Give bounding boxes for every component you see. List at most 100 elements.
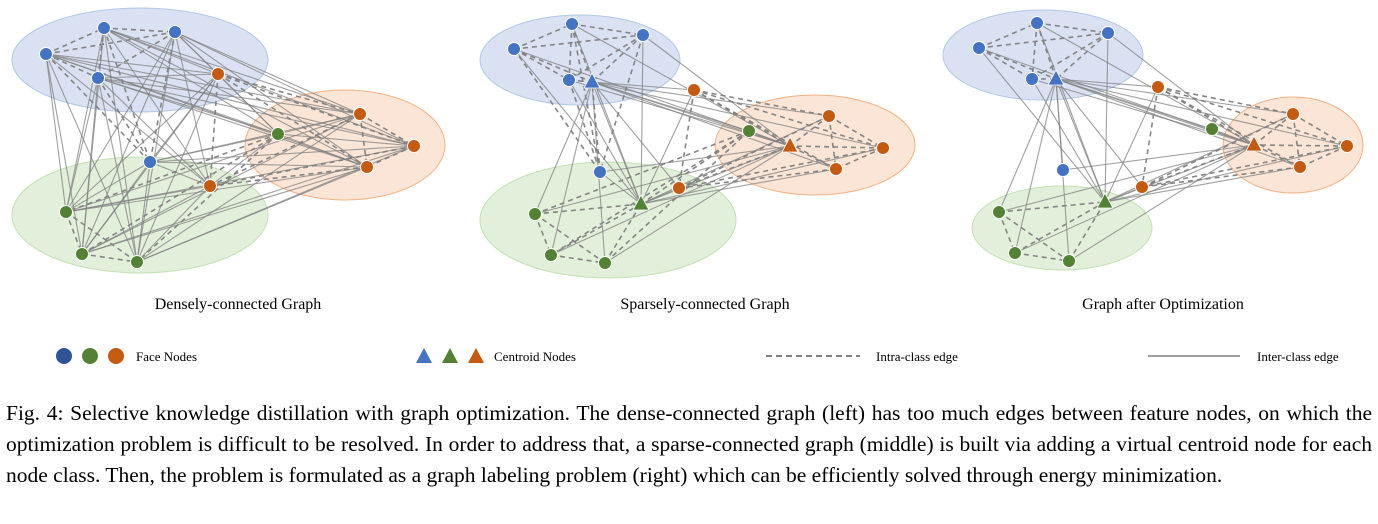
inter-class-edge (277, 133, 368, 168)
inter-class-edge (978, 47, 1106, 203)
inter-class-edge (136, 185, 211, 263)
legend-green-centroid-node (442, 348, 458, 363)
inter-class-edge (1104, 86, 1159, 203)
orange-face-node (407, 139, 421, 153)
blue-face-node (1030, 16, 1044, 30)
orange-face-node (822, 109, 836, 123)
intra-class-edge (693, 89, 830, 117)
green-face-node (271, 127, 285, 141)
intra-class-edge (1157, 86, 1294, 115)
figure-diagram: Densely-connected Graph Sparsely-connect… (11, 7, 1364, 364)
intra-class-edge (640, 130, 750, 205)
orange-face-node (1151, 80, 1165, 94)
inter-class-edge (97, 77, 138, 263)
intra-class-edge (1157, 86, 1255, 146)
intra-class-edge (97, 77, 151, 163)
green-face-node (59, 205, 73, 219)
legend-inter-edge-label: Inter-class edge (1257, 349, 1339, 364)
intra-class-edge (1253, 144, 1348, 147)
inter-class-edge (1104, 32, 1109, 203)
intra-class-edge (1036, 22, 1057, 80)
orange-face-node (829, 162, 843, 176)
inter-class-edge (599, 145, 791, 173)
legend-green-face-node (82, 348, 98, 364)
blue-face-node (1025, 72, 1039, 86)
orange-face-node (203, 179, 217, 193)
orange-face-node (1135, 180, 1149, 194)
intra-class-edge (217, 73, 368, 168)
intra-class-edge (591, 34, 644, 83)
inter-class-edge (1062, 144, 1255, 171)
intra-class-edge (571, 23, 593, 83)
intra-class-edge (45, 31, 176, 55)
intra-class-edge (1141, 145, 1348, 188)
inter-class-edge (174, 31, 361, 115)
green-face-node (75, 247, 89, 261)
inter-class-edge (1068, 144, 1255, 262)
intra-class-edge (81, 133, 279, 255)
blue-centroid-node (1047, 69, 1065, 86)
inter-class-edge (65, 73, 219, 213)
blue-face-node (636, 28, 650, 42)
inter-class-edge (550, 145, 791, 256)
inter-class-edge (1031, 78, 1255, 146)
intra-class-edge (136, 133, 279, 263)
intra-class-edge (534, 213, 552, 256)
inter-class-edge (1104, 166, 1301, 203)
green-face-node (544, 248, 558, 262)
orange-class-region (244, 89, 446, 201)
intra-class-edge (591, 81, 601, 173)
intra-class-edge (568, 34, 644, 81)
blue-face-node (168, 25, 182, 39)
blue-class-region (479, 14, 681, 106)
inter-class-edge (65, 161, 151, 213)
intra-class-edge (217, 73, 361, 115)
inter-class-edge (136, 166, 368, 263)
green-face-node (528, 207, 542, 221)
legend-centroid-nodes-label: Centroid Nodes (494, 349, 576, 364)
inter-class-edge (277, 133, 415, 147)
inter-class-edge (591, 81, 837, 170)
inter-class-edge (174, 31, 415, 147)
inter-class-edge (571, 23, 791, 147)
intra-class-edge (1055, 32, 1109, 80)
intra-class-edge (693, 89, 791, 147)
intra-class-edge (1031, 32, 1109, 80)
inter-class-edge (599, 171, 642, 205)
optimized-graph-panel (942, 9, 1364, 271)
orange-face-node (672, 181, 686, 195)
blue-face-node (91, 71, 105, 85)
inter-class-edge (174, 31, 368, 168)
inter-class-edge (45, 53, 219, 75)
blue-face-node (1101, 26, 1115, 40)
intra-class-edge (978, 47, 1033, 80)
intra-class-edge (568, 79, 601, 173)
intra-class-edge (1014, 252, 1070, 262)
inter-class-edge (1031, 78, 1106, 203)
legend: Face Nodes Centroid Nodes Intra-class ed… (56, 348, 1339, 364)
inter-class-edge (640, 147, 884, 205)
inter-class-edge (65, 185, 211, 213)
intra-class-edge (217, 73, 415, 147)
dense-graph-panel (11, 7, 446, 274)
inter-class-edge (45, 53, 211, 187)
inter-class-edge (640, 34, 644, 205)
intra-class-edge (45, 53, 151, 163)
intra-class-edge (149, 31, 176, 163)
orange-face-node (687, 83, 701, 97)
inter-class-edge (97, 77, 279, 135)
intra-class-edge (678, 115, 830, 189)
legend-intra-edge-label: Intra-class edge (876, 349, 958, 364)
green-centroid-node (1096, 192, 1114, 209)
green-face-node (1062, 254, 1076, 268)
inter-class-edge (591, 81, 695, 91)
intra-class-edge (604, 130, 750, 264)
inter-class-edge (65, 77, 99, 213)
orange-face-node (360, 160, 374, 174)
intra-class-edge (209, 145, 415, 187)
intra-class-edge (568, 23, 573, 81)
inter-class-edge (81, 31, 176, 255)
inter-class-edge (1036, 22, 1255, 146)
inter-class-edge (45, 53, 415, 147)
green-face-node (742, 124, 756, 138)
